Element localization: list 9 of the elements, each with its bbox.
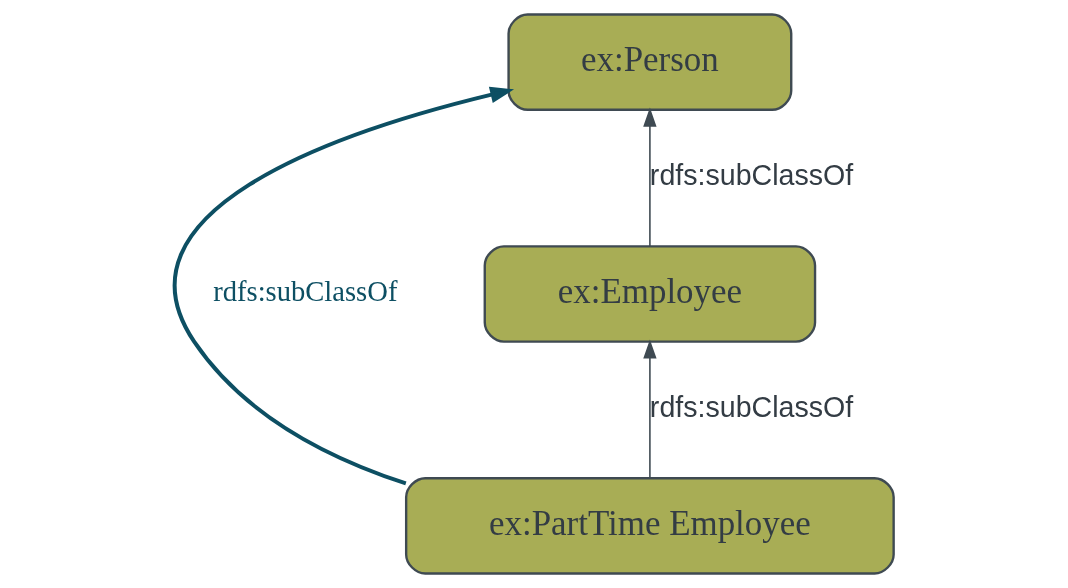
edge-label: rdfs:subClassOf (649, 390, 854, 423)
node-box: ex:Person (507, 13, 793, 111)
node-box: ex:PartTime Employee (404, 477, 895, 575)
edge-label: rdfs:subClassOf (649, 159, 854, 192)
arrow (173, 86, 515, 486)
arrow (643, 107, 657, 247)
node-box: ex:Employee (483, 245, 817, 343)
arrow (643, 339, 657, 479)
edge-label: rdfs:subClassOf (213, 275, 398, 307)
